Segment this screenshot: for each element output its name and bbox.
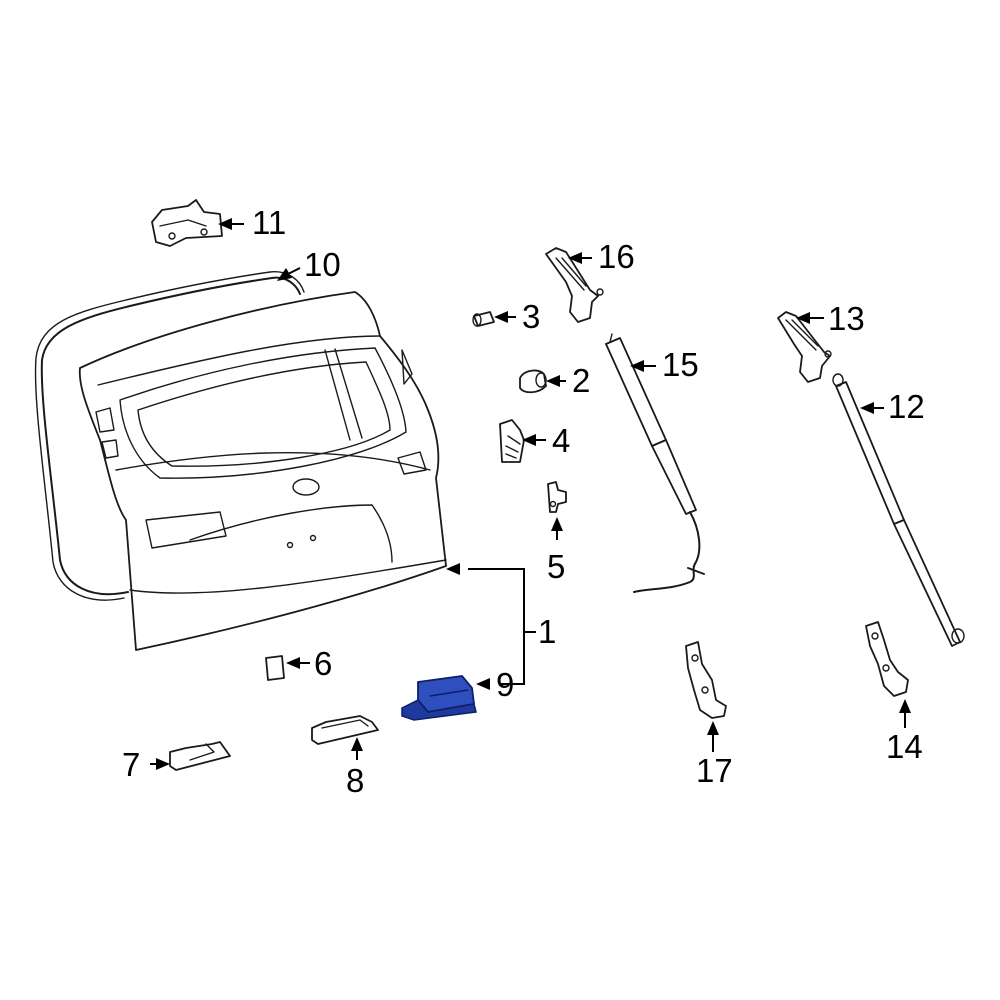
part-3-cushion <box>472 311 495 327</box>
callout-14: 14 <box>886 728 923 765</box>
callout-6: 6 <box>314 645 332 682</box>
part-4-bracket <box>499 419 525 463</box>
callout-7: 7 <box>122 746 140 783</box>
callout-12: 12 <box>888 388 925 425</box>
callout-15: 15 <box>662 346 699 383</box>
callout-11: 11 <box>252 204 286 241</box>
part-9-highlighted[interactable] <box>401 675 477 721</box>
callout-17: 17 <box>696 752 733 789</box>
part-14-lower-bracket <box>865 621 909 697</box>
part-10-weatherstrip <box>34 271 305 601</box>
callout-1: 1 <box>538 613 556 650</box>
callout-labels: 11 10 16 3 13 15 2 12 4 5 1 6 9 7 8 17 1… <box>122 204 925 799</box>
part-6-pad <box>265 655 285 681</box>
part-1-back-door <box>78 291 447 651</box>
part-13-bracket <box>777 311 832 383</box>
part-12-gas-strut <box>832 373 965 647</box>
part-5-clip <box>547 481 567 513</box>
part-7-bracket <box>169 741 231 771</box>
part-11-hinge <box>151 199 223 247</box>
callout-10: 10 <box>304 246 341 283</box>
part-15-power-strut <box>605 333 705 593</box>
callout-9: 9 <box>496 666 514 703</box>
part-16-bracket <box>545 247 604 323</box>
callout-2: 2 <box>572 362 590 399</box>
leader-lines <box>150 218 911 770</box>
callout-3: 3 <box>522 298 540 335</box>
callout-13: 13 <box>828 300 865 337</box>
part-2-stopper <box>519 369 547 394</box>
part-8-bracket <box>311 715 379 745</box>
callout-5: 5 <box>547 548 565 585</box>
callout-16: 16 <box>598 238 635 275</box>
callout-8: 8 <box>346 762 364 799</box>
callout-4: 4 <box>552 422 570 459</box>
part-17-lower-bracket <box>685 641 727 719</box>
